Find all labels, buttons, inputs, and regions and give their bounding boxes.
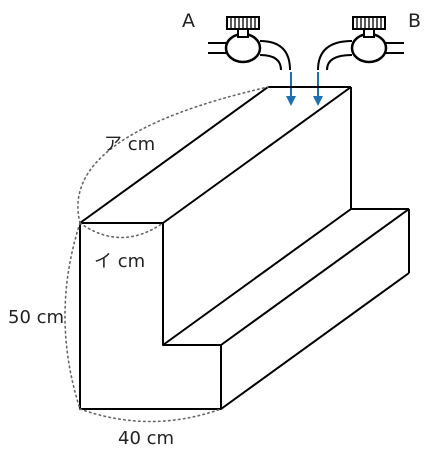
- top-length-label: ア cm: [104, 134, 155, 155]
- arc-step-width: [79, 222, 164, 239]
- depth-label: 40 cm: [118, 428, 174, 449]
- faucet-a-label: A: [182, 10, 195, 32]
- step-width-label: イ cm: [94, 251, 145, 272]
- dimension-arcs: [64, 86, 269, 423]
- faucet-b: [313, 16, 404, 106]
- faucet-a: [208, 16, 296, 106]
- arc-top-length: [77, 86, 269, 224]
- arc-depth: [79, 408, 222, 423]
- faucet-b-label: B: [408, 10, 421, 32]
- height-label: 50 cm: [8, 307, 64, 328]
- arc-height: [64, 222, 81, 410]
